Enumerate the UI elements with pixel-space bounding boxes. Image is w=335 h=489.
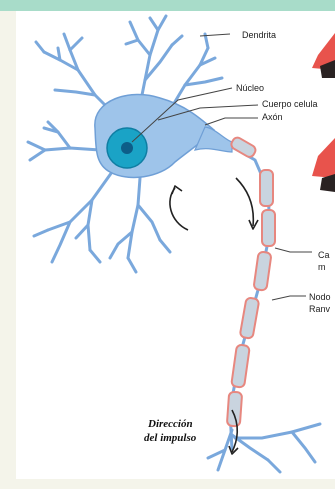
label-capa-line1: Ca (318, 250, 330, 260)
arrow-body-curve (170, 188, 188, 230)
myelin-sheath (227, 136, 275, 427)
label-cuerpo-celular: Cuerpo celula (262, 99, 318, 109)
label-dendrita: Dendrita (242, 30, 276, 40)
label-nodo-line2: Ranv (309, 304, 331, 314)
label-direccion-line2: del impulso (144, 432, 197, 444)
red-accent-shape-top (312, 33, 335, 78)
label-capa-line2: m (318, 262, 326, 272)
label-direccion-line1: Dirección (147, 418, 193, 430)
axon (208, 136, 320, 472)
arrow-axon-down (236, 178, 253, 226)
label-nodo-line1: Nodo (309, 292, 331, 302)
red-accent-shape-bottom (312, 138, 335, 192)
nucleolus (121, 142, 133, 154)
label-nucleo: Núcleo (236, 83, 264, 93)
label-axon: Axón (262, 112, 283, 122)
